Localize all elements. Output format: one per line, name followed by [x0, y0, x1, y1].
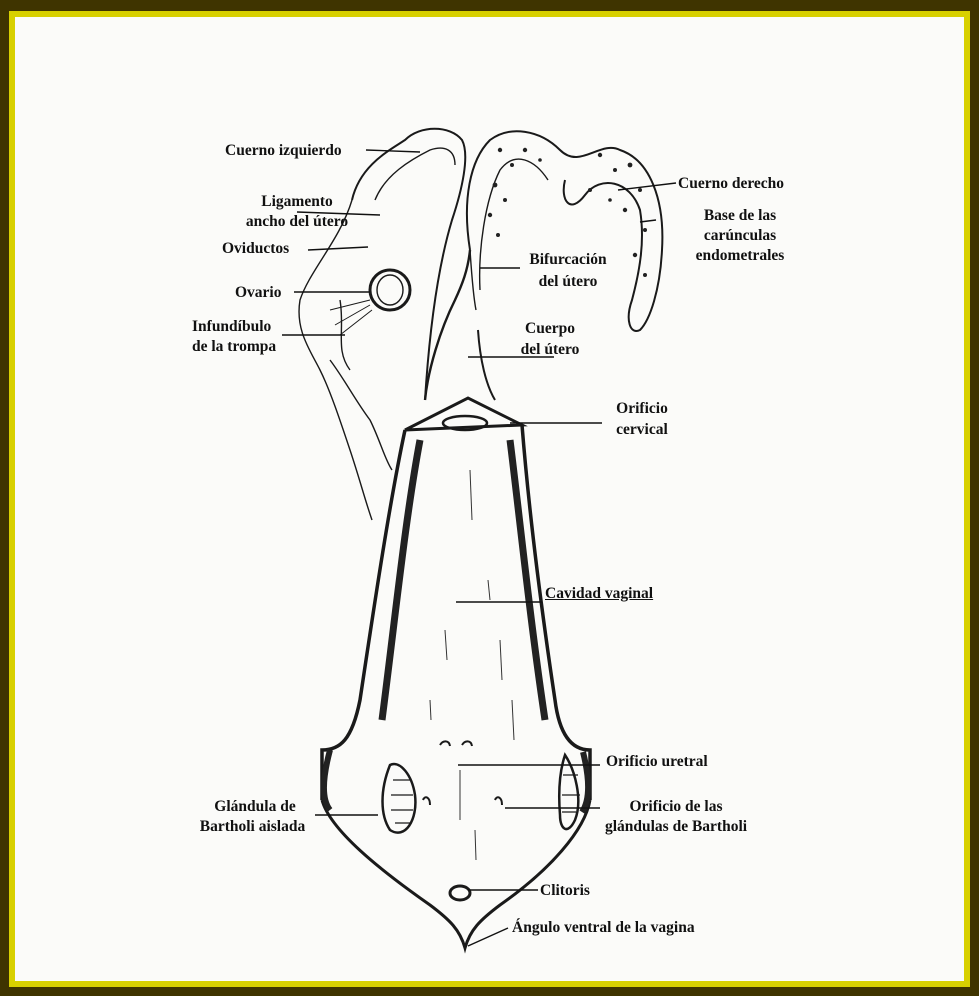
label-ligamento-line1: Ligamento	[222, 192, 372, 211]
label-base-line2: carúnculas	[680, 226, 800, 245]
right-horn	[467, 131, 662, 331]
bartholi-gland-right	[559, 755, 578, 829]
label-glandula-line1: Glándula de	[190, 797, 320, 816]
label-infundibulo-line1: Infundíbulo	[192, 317, 271, 336]
label-infundibulo-line2: de la trompa	[192, 337, 276, 356]
label-cuerpo-line2: del útero	[505, 340, 595, 359]
label-glandula-line2: Bartholi aislada	[185, 817, 320, 836]
bartholi-gland-left	[383, 764, 416, 833]
label-cuerno-derecho: Cuerno derecho	[678, 174, 784, 193]
label-bifurcacion-line2: del útero	[520, 272, 616, 291]
label-ligamento-line2: ancho del útero	[222, 212, 372, 231]
left-horn	[352, 129, 465, 400]
clitoris-shape	[450, 886, 470, 900]
label-angulo-ventral: Ángulo ventral de la vagina	[512, 918, 695, 937]
label-base-line1: Base de las	[680, 206, 800, 225]
label-base-line3: endometrales	[680, 246, 800, 265]
label-bifurcacion-line1: Bifurcación	[520, 250, 616, 269]
label-orificio-uretral: Orificio uretral	[606, 752, 708, 771]
cervix	[405, 398, 522, 430]
ovary-shape	[370, 270, 410, 310]
label-orificio-glandulas-line2: glándulas de Bartholi	[596, 817, 756, 836]
label-orificio-glandulas-line1: Orificio de las	[596, 797, 756, 816]
label-oviductos: Oviductos	[222, 239, 289, 258]
label-cuerno-izquierdo: Cuerno izquierdo	[225, 141, 342, 160]
label-ovario: Ovario	[235, 283, 282, 302]
label-cavidad-vaginal: Cavidad vaginal	[545, 584, 653, 603]
label-clitoris: Clitoris	[540, 881, 590, 900]
label-orificio-cervical-line2: cervical	[602, 420, 682, 439]
label-cuerpo-line1: Cuerpo	[510, 319, 590, 338]
label-orificio-cervical-line1: Orificio	[602, 399, 682, 418]
